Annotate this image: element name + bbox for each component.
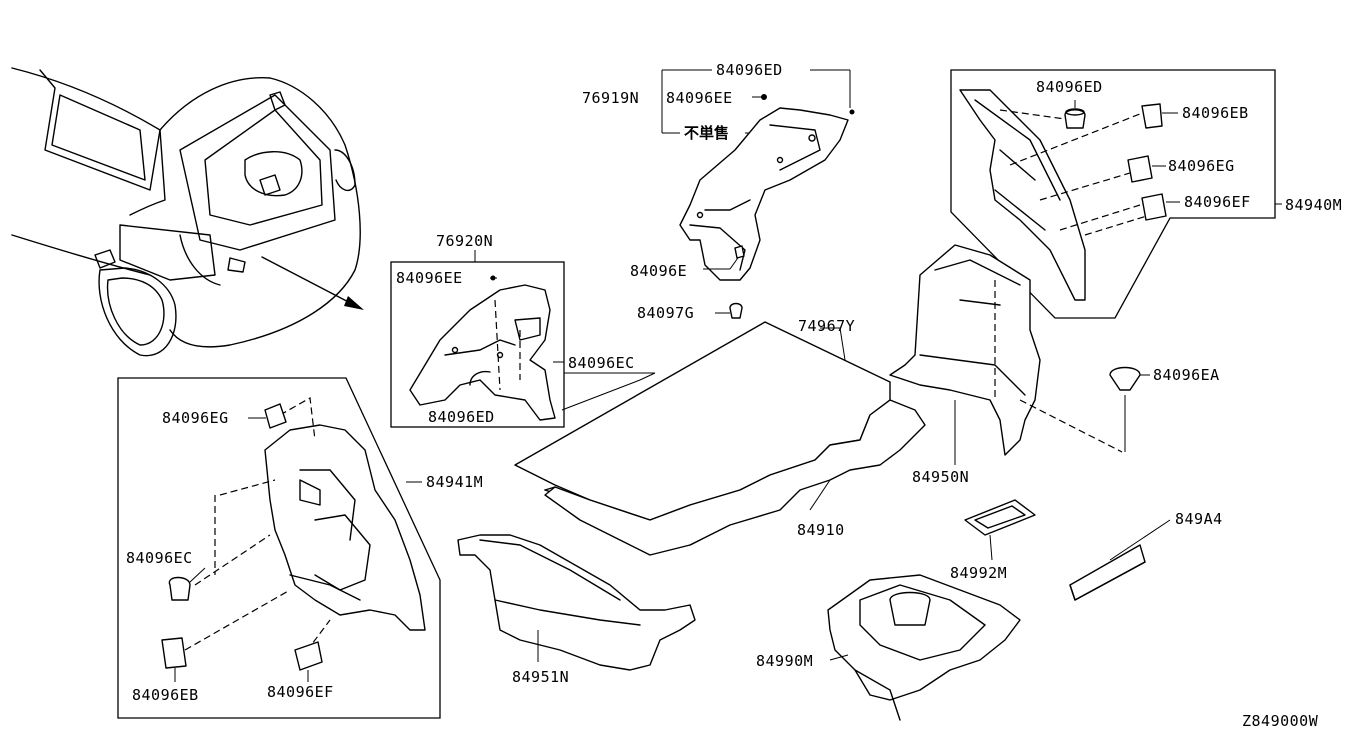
label-84097G: 84097G xyxy=(637,304,694,322)
label-76920N: 76920N xyxy=(436,232,493,250)
floor-side-panel xyxy=(457,534,696,671)
vehicle-rear-illustration xyxy=(11,67,364,357)
floor-board xyxy=(514,321,926,556)
label-84910: 84910 xyxy=(797,521,845,539)
label-84992M: 84992M xyxy=(950,564,1007,582)
label-84990M: 84990M xyxy=(756,652,813,670)
label-84096EF-right: 84096EF xyxy=(1184,193,1251,211)
label-84096EE-mid: 84096EE xyxy=(396,269,463,287)
label-84096ED-top: 84096ED xyxy=(716,61,783,79)
small-parts xyxy=(827,499,1171,721)
label-76919N: 76919N xyxy=(582,89,639,107)
label-84950N: 84950N xyxy=(912,468,969,486)
upper-trim-assembly xyxy=(661,69,855,319)
diagram-code: Z849000W xyxy=(1242,712,1319,730)
side-trim-box-right xyxy=(950,69,1282,319)
rear-side-panel xyxy=(889,244,1150,465)
label-84096EG-left: 84096EG xyxy=(162,409,229,427)
label-84096EC-left: 84096EC xyxy=(126,549,193,567)
label-84096EF-left: 84096EF xyxy=(267,683,334,701)
side-trim-box-left xyxy=(117,377,441,719)
label-84940M: 84940M xyxy=(1285,196,1342,214)
label-84096EG-right: 84096EG xyxy=(1168,157,1235,175)
label-84096EA: 84096EA xyxy=(1153,366,1220,384)
label-not-sold: 不単售 xyxy=(684,124,729,142)
label-74967Y: 74967Y xyxy=(798,317,855,335)
label-84096ED-right: 84096ED xyxy=(1036,78,1103,96)
label-849A4: 849A4 xyxy=(1175,510,1223,528)
label-84096ED-mid: 84096ED xyxy=(428,408,495,426)
label-84096EC-mid: 84096EC xyxy=(568,354,635,372)
part-labels: 84096ED 76919N 84096EE 不単售 84096E 84097G… xyxy=(126,61,1342,730)
label-84096EB-left: 84096EB xyxy=(132,686,199,704)
label-84096EE-top: 84096EE xyxy=(666,89,733,107)
label-84096E: 84096E xyxy=(630,262,687,280)
label-84096EB-right: 84096EB xyxy=(1182,104,1249,122)
label-84951N: 84951N xyxy=(512,668,569,686)
side-finisher-box xyxy=(390,250,656,428)
label-84941M: 84941M xyxy=(426,473,483,491)
